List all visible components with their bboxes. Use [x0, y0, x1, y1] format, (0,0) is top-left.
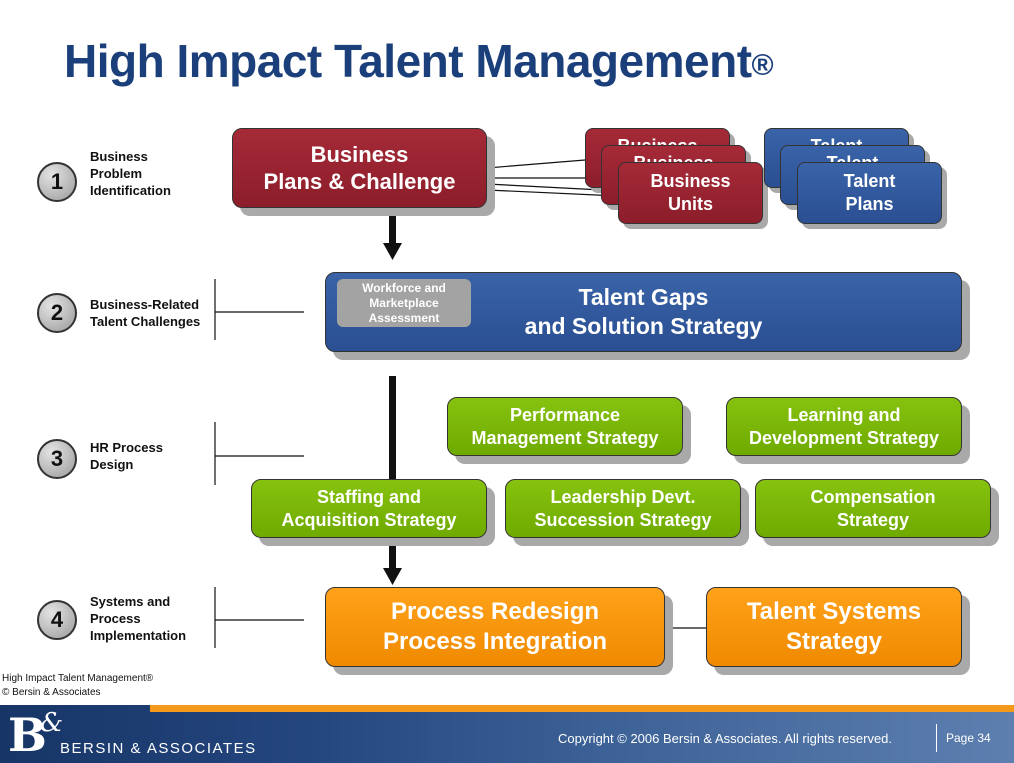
logo-ampersand: & — [40, 708, 64, 738]
process-redesign-box: Process Redesign Process Integration — [325, 587, 665, 667]
staffing-acquisition-box: Staffing and Acquisition Strategy — [251, 479, 487, 538]
performance-management-box: Performance Management Strategy — [447, 397, 683, 456]
arrow-1-shaft — [389, 207, 396, 245]
connector-business-4 — [486, 189, 619, 197]
stage-number-3: 3 — [37, 439, 77, 479]
footer-note: High Impact Talent Management® © Bersin … — [2, 673, 154, 698]
talent-systems-box: Talent Systems Strategy — [706, 587, 962, 667]
leadership-succession-box: Leadership Devt. Succession Strategy — [505, 479, 741, 538]
stage-number-4: 4 — [37, 600, 77, 640]
business-plans-box: Business Plans & Challenge — [232, 128, 487, 208]
stage-label-2: Business-Related Talent Challenges — [90, 297, 201, 329]
business-units-card-front: Business Units — [618, 162, 763, 224]
copyright-text: Copyright © 2006 Bersin & Associates. Al… — [558, 731, 893, 746]
arrow-1-head — [383, 243, 402, 260]
stage-number-2: 2 — [37, 293, 77, 333]
footer-accent-strip — [150, 705, 1014, 712]
talent-plans-card-front: Talent Plans — [797, 162, 942, 224]
arrow-2-shaft — [389, 376, 396, 570]
connector-business-3 — [486, 183, 603, 191]
registered-mark: ® — [751, 49, 774, 82]
footer-bar — [0, 705, 1014, 763]
stage-number-1: 1 — [37, 162, 77, 202]
talent-gaps-label: Talent Gaps and Solution Strategy — [524, 284, 763, 339]
learning-development-box: Learning and Development Strategy — [726, 397, 962, 456]
stage-label-3: HR Process Design — [90, 440, 163, 472]
page-title: High Impact Talent Management® — [64, 35, 774, 87]
logo-letter: B — [8, 708, 47, 762]
workforce-assessment-box: Workforce and Marketplace Assessment — [337, 279, 471, 327]
page-number: Page 34 — [946, 731, 991, 745]
logo-text: BERSIN & ASSOCIATES — [60, 740, 257, 757]
stage-label-4: Systems and Process Implementation — [90, 594, 187, 643]
connector-business-1 — [486, 159, 586, 169]
compensation-box: Compensation Strategy — [755, 479, 991, 538]
diagram-connectors — [214, 159, 706, 648]
page-separator — [936, 724, 937, 752]
stage-label-1: Business Problem Identification — [90, 149, 171, 198]
arrow-2-head — [383, 568, 402, 585]
